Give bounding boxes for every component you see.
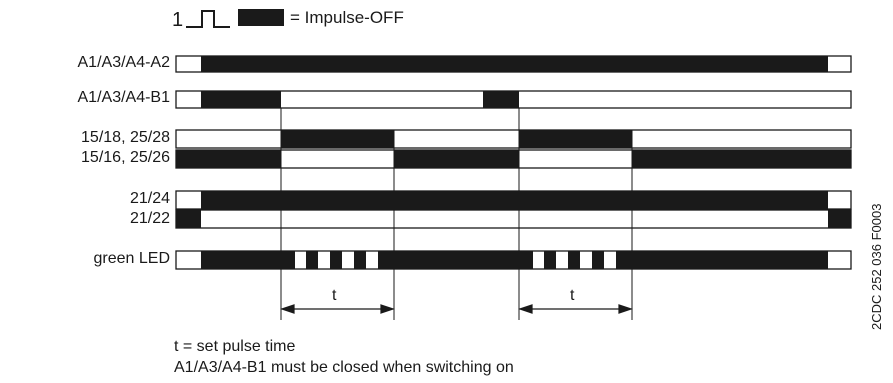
time-label-2: t xyxy=(570,287,575,304)
time-label-1: t xyxy=(332,287,337,304)
signal-15-16 xyxy=(175,149,852,169)
row-label-21-22: 21/22 xyxy=(129,210,170,227)
signal-15-18 xyxy=(175,129,852,149)
timing-guides xyxy=(280,108,633,320)
row-label-a1-a2: A1/A3/A4-A2 xyxy=(77,54,171,71)
row-label-15-18: 15/18, 25/28 xyxy=(81,129,170,146)
time-arrow-1 xyxy=(280,304,395,314)
signal-a1-a2 xyxy=(175,55,852,73)
note-closed-switching: A1/A3/A4-B1 must be closed when switchin… xyxy=(174,359,514,376)
legend-text: = Impulse-OFF xyxy=(290,8,404,27)
signal-a1-b1 xyxy=(175,90,852,109)
pulse-waveform-icon xyxy=(186,10,230,28)
signal-21-24 xyxy=(175,190,852,210)
row-label-green-led: green LED xyxy=(93,250,171,267)
legend-swatch xyxy=(238,9,284,26)
row-label-a1-b1: A1/A3/A4-B1 xyxy=(77,89,171,106)
row-label-21-24: 21/24 xyxy=(129,190,170,207)
note-pulse-time: t = set pulse time xyxy=(174,338,296,355)
signal-21-22 xyxy=(175,209,852,229)
time-arrow-2 xyxy=(518,304,633,314)
document-code: 2CDC 252 036 F0003 xyxy=(869,203,884,330)
row-label-15-16: 15/16, 25/26 xyxy=(81,149,170,166)
legend-number: 1 xyxy=(172,9,184,31)
signal-green-led xyxy=(175,250,852,270)
